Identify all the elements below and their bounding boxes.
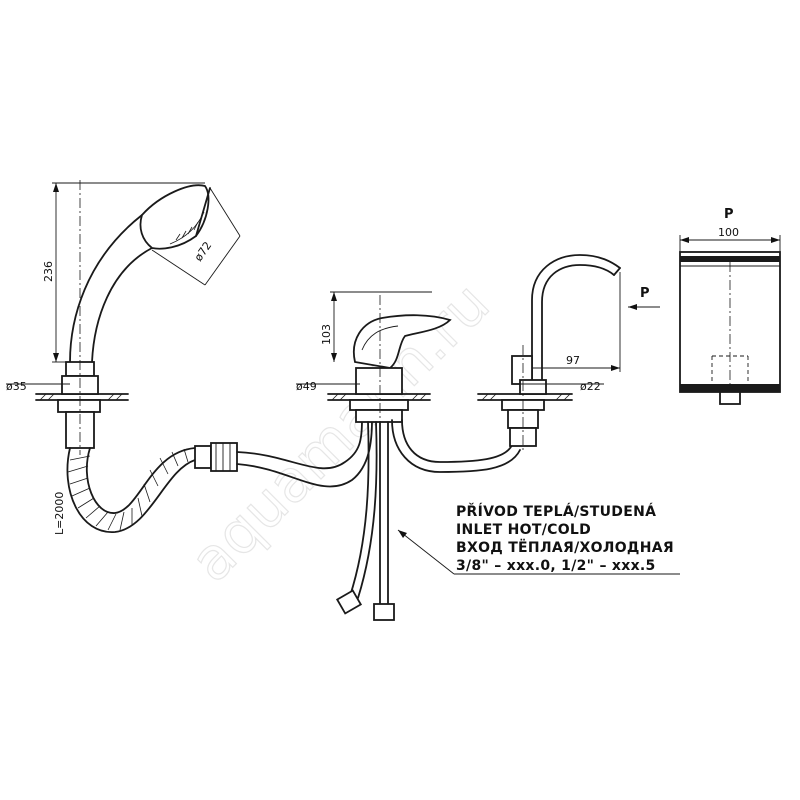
- dim-view-width: 100: [718, 226, 739, 239]
- pipe-to-mixer: [236, 419, 363, 470]
- arrow-label-p: P: [640, 286, 650, 301]
- inlet-note: PŘÍVOD TEPLÁ/STUDENÁ INLET HOT/COLD ВХОД…: [397, 503, 680, 575]
- pipe-to-spout: [391, 419, 521, 473]
- inlet-note-line-3: ВХОД ТЁПЛАЯ/ХОЛОДНАЯ: [456, 539, 674, 556]
- dim-shower-height: 236: [42, 261, 55, 282]
- hand-shower: 236 ø72 ø35: [6, 180, 241, 455]
- dim-spout-base: ø22: [580, 380, 601, 393]
- spout: 97 ø22 P: [477, 254, 660, 452]
- dim-shower-base: ø35: [6, 380, 27, 393]
- watermark: aquamarin.ru: [177, 269, 503, 595]
- mixer-body: 103 ø49: [296, 291, 452, 425]
- inlet-hoses: [335, 421, 395, 621]
- dim-mixer-height: 103: [320, 324, 333, 345]
- view-label-p: P: [724, 207, 734, 222]
- dim-hose-length: L=2000: [53, 492, 66, 535]
- dim-mixer-base: ø49: [296, 380, 317, 393]
- shower-hose: L=2000: [53, 442, 238, 535]
- dim-shower-head: ø72: [192, 239, 215, 263]
- dim-spout-reach: 97: [566, 354, 580, 367]
- inlet-note-line-1: PŘÍVOD TEPLÁ/STUDENÁ: [456, 503, 656, 520]
- inlet-note-line-4: 3/8" – xxx.0, 1/2" – xxx.5: [456, 558, 656, 574]
- inlet-note-line-2: INLET HOT/COLD: [456, 522, 591, 538]
- view-p: P 100: [679, 207, 781, 405]
